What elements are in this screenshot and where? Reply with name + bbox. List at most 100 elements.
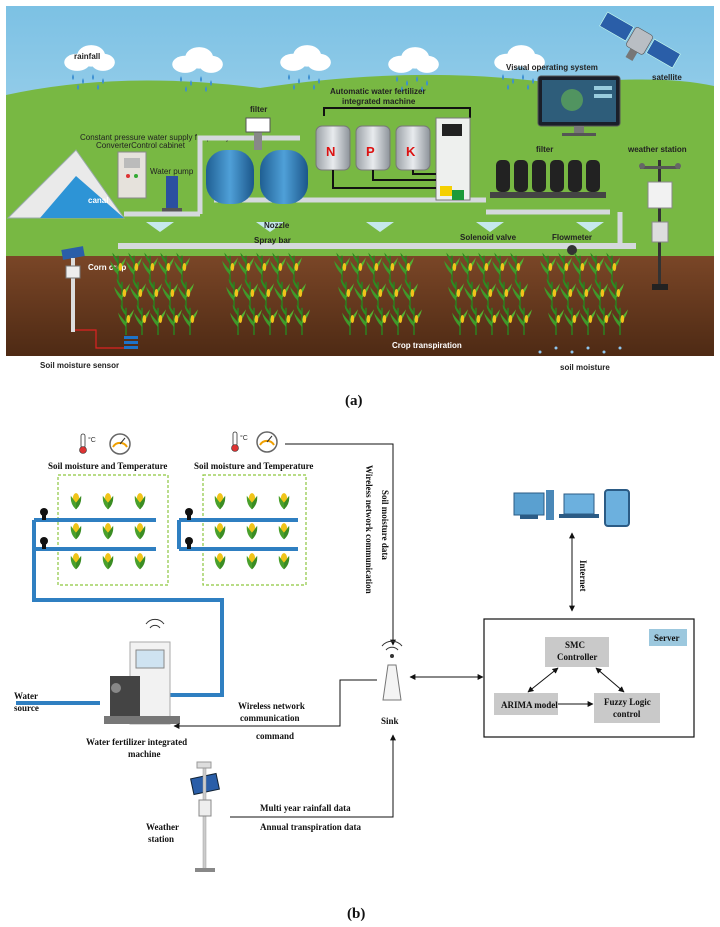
soil-moisture-drops — [538, 346, 622, 354]
crop-transpiration-label: Crop transpiration — [392, 341, 462, 350]
crop-icon — [102, 553, 114, 570]
tank-n-label: N — [326, 144, 335, 159]
arima-label: ARIMA model — [501, 700, 558, 710]
solenoid-valve-label: Solenoid valve — [460, 233, 517, 242]
weather-station-label-1: Weather — [146, 822, 179, 832]
water-fertilizer-machine-icon — [104, 618, 180, 725]
crop-icon — [134, 523, 146, 540]
command-label: command — [256, 731, 294, 741]
pump-cabinet-label-2: ConverterControl cabinet — [96, 141, 186, 150]
control-cabinet-icon — [117, 151, 147, 199]
fuzzy-label-2: control — [613, 709, 641, 719]
flowmeter-label: Flowmeter — [552, 233, 592, 242]
machine-label-2: machine — [128, 749, 161, 759]
machine-label-2: integrated machine — [342, 97, 416, 106]
thermometer-icon: °C — [79, 433, 96, 454]
smc-label-1: SMC — [565, 640, 585, 650]
smc-label-2: Controller — [557, 652, 597, 662]
disc-filters-icon — [490, 160, 606, 198]
field-2-title: Soil moisture and Temperature — [194, 461, 313, 471]
crop-icon — [278, 553, 290, 570]
soil-moisture-sensor-label: Soil moisture sensor — [40, 361, 119, 370]
tank-k-label: K — [406, 144, 416, 159]
field-1-crops — [70, 493, 146, 570]
sink-router-icon — [381, 640, 403, 701]
spray-bar-label: Spray bar — [254, 236, 291, 245]
crop-icon — [102, 523, 114, 540]
water-pump-icon — [162, 176, 182, 214]
visual-os-label: Visual operating system — [506, 63, 598, 72]
water-source-label-1: Water — [14, 691, 38, 701]
nozzle-label: Nozzle — [264, 221, 290, 230]
machine-label-1: Water fertilizer integrated — [86, 737, 187, 747]
weather-to-sink-arrow — [230, 734, 396, 818]
flowmeter-icon — [567, 245, 577, 255]
server-tag — [649, 629, 687, 646]
sink-label: Sink — [381, 716, 399, 726]
gauge-icon — [109, 433, 131, 455]
desktop-computer-icon — [513, 490, 554, 520]
arima-model-box — [494, 693, 558, 715]
panel-b-diagram: °C Soil moisture and Temperature °C Soil… — [14, 431, 695, 872]
laptop-icon — [559, 493, 599, 518]
svg-text:°C: °C — [240, 434, 248, 442]
irrigation-pipe-network — [16, 518, 298, 705]
valve-icons — [40, 508, 193, 549]
smc-arima-arrow — [527, 667, 559, 693]
svg-text:°C: °C — [88, 436, 96, 444]
fuzzy-logic-box — [594, 693, 660, 723]
water-source-label-2: source — [14, 703, 39, 713]
transpiration-data-label: Annual transpiration data — [260, 822, 362, 832]
wireless-label-1: Wireless network — [238, 701, 305, 711]
crop-icon — [214, 553, 226, 570]
crop-icon — [278, 523, 290, 540]
crop-icon — [70, 553, 82, 570]
filter-top-label: filter — [250, 105, 267, 114]
tank-p-label: P — [366, 144, 375, 159]
soil-sensor-pole-icon — [61, 246, 138, 349]
panel-a-illustration: rainfall Visual operating system satelli… — [6, 6, 714, 356]
crop-icon — [214, 493, 226, 510]
command-arrow — [173, 679, 377, 729]
satellite-label: satellite — [652, 73, 682, 82]
crop-icon — [102, 493, 114, 510]
sand-filter-tanks — [206, 117, 308, 204]
soil-moisture-data-label: Soil moisture data — [380, 490, 390, 560]
crop-icon — [214, 523, 226, 540]
server-box — [483, 618, 695, 738]
crop-icon — [246, 553, 258, 570]
spray-nozzles — [146, 222, 604, 232]
weather-station-label-2: station — [148, 834, 174, 844]
crop-icon — [134, 553, 146, 570]
internet-label: Internet — [578, 560, 588, 592]
field-1-box — [57, 474, 169, 586]
crop-icon — [70, 493, 82, 510]
weather-station-b-icon — [190, 761, 220, 872]
canal-label: canal — [88, 196, 108, 205]
canal-structure — [6, 149, 125, 219]
field-1-title: Soil moisture and Temperature — [48, 461, 167, 471]
fertilizer-machine-icon — [315, 107, 471, 201]
crop-icon — [278, 493, 290, 510]
rainfall-data-label: Multi year rainfall data — [260, 803, 351, 813]
fuzzy-label-1: Fuzzy Logic — [604, 697, 651, 707]
wireless-label-2: communication — [240, 713, 300, 723]
wireless-comm-vertical-label: Wireless network communication — [364, 465, 374, 594]
satellite-icon — [599, 11, 681, 69]
field-2-crops — [214, 493, 290, 570]
water-pump-label: Water pump — [150, 167, 194, 176]
panel-a-caption: (a) — [345, 393, 363, 409]
field-2-box — [202, 474, 307, 586]
sensor-to-sink-arrow — [285, 443, 396, 646]
crop-icon — [70, 523, 82, 540]
weather-station-label-a: weather station — [627, 145, 687, 154]
crop-icon — [246, 493, 258, 510]
crop-icon — [134, 493, 146, 510]
corn-crop-label: Corn crop — [88, 263, 126, 272]
soil-moisture-label: soil moisture — [560, 363, 610, 372]
server-label: Server — [654, 633, 679, 643]
gauge-icon — [256, 431, 278, 453]
tablet-icon — [604, 489, 630, 527]
crop-icon — [246, 523, 258, 540]
panel-b-caption: (b) — [347, 906, 365, 922]
